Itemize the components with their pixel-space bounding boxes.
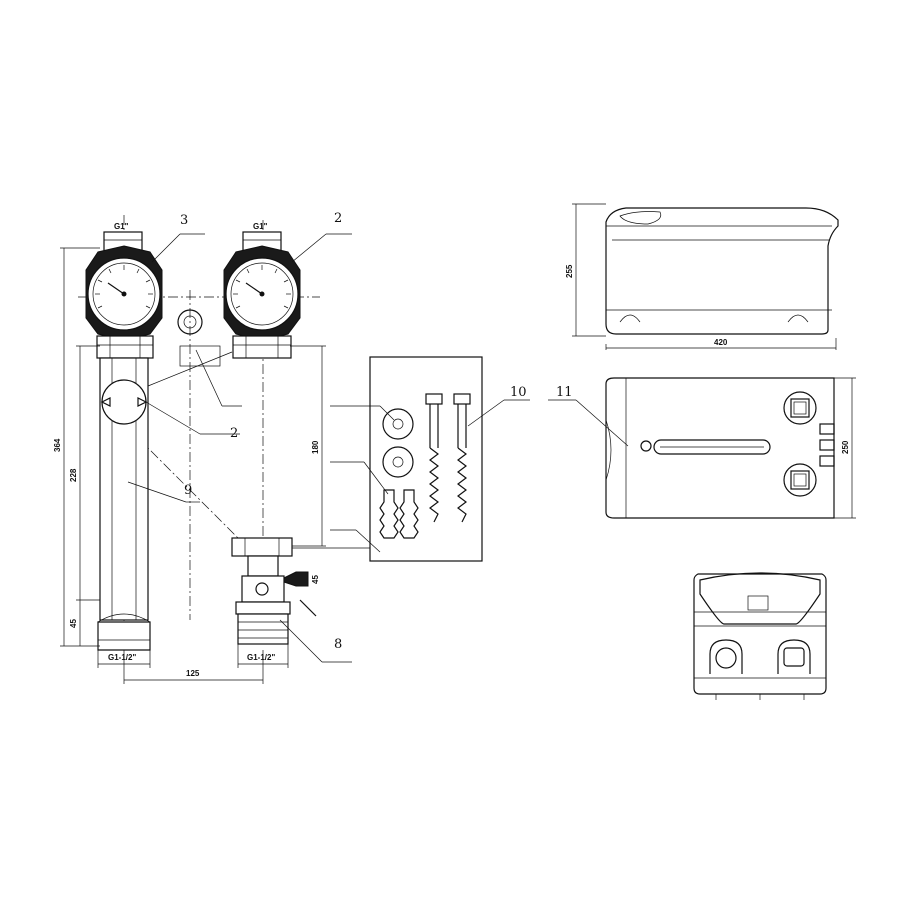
dim-label: 364 xyxy=(53,438,62,452)
thermometer-gauge-left xyxy=(85,231,163,359)
dim-label: 125 xyxy=(186,669,200,678)
dim-box-width: 420 xyxy=(714,338,728,347)
bypass-fitting xyxy=(177,309,203,335)
dim-label: G1" xyxy=(253,222,268,231)
dim-height-228: 228 xyxy=(69,345,100,600)
dim-label: G1-1/2" xyxy=(247,653,275,662)
dim-height-180: 180 xyxy=(290,345,326,547)
return-pipe-right xyxy=(231,537,317,645)
thermometer-gauge-right xyxy=(223,231,301,359)
dim-label: 180 xyxy=(311,440,320,454)
callout-label: 2 xyxy=(334,211,342,226)
callout-2-gauge: 2 xyxy=(291,211,352,263)
fixing-kit: 10 xyxy=(292,356,530,562)
dim-spacing-125: 125 xyxy=(123,650,264,684)
callout-9: 9 xyxy=(127,481,200,503)
callout-10: 10 xyxy=(510,385,527,400)
callout-11: 11 xyxy=(556,385,573,400)
insulation-box-top-view: 250 11 xyxy=(548,377,856,519)
callout-2-valve: 2 xyxy=(145,401,240,441)
dim-label: G1-1/2" xyxy=(108,653,136,662)
dim-height-45: 45 xyxy=(69,599,100,646)
callout-label: 8 xyxy=(334,637,342,652)
dim-valve-45: 45 xyxy=(311,575,320,584)
dim-label: G1" xyxy=(114,222,129,231)
dim-label: 45 xyxy=(69,619,78,628)
callout-label: 2 xyxy=(230,426,238,441)
dim-thread-top-right: G1" xyxy=(243,222,281,233)
callout-8: 8 xyxy=(279,619,352,663)
dim-box-depth: 250 xyxy=(841,440,850,454)
pump-group-assembly: G1" G1" 364 228 45 180 xyxy=(53,211,352,684)
callout-label: 9 xyxy=(184,483,192,498)
insulation-box-side-view xyxy=(693,572,827,700)
callout-label: 3 xyxy=(180,213,188,228)
dim-label: 228 xyxy=(69,468,78,482)
flow-pipe-left xyxy=(97,357,151,651)
insulation-box-front-view: 255 420 xyxy=(565,203,839,350)
dim-thread-top-left: G1" xyxy=(104,222,142,233)
callout-3: 3 xyxy=(151,213,205,263)
dim-label: 45 xyxy=(311,575,320,584)
dim-box-height: 255 xyxy=(565,264,574,278)
